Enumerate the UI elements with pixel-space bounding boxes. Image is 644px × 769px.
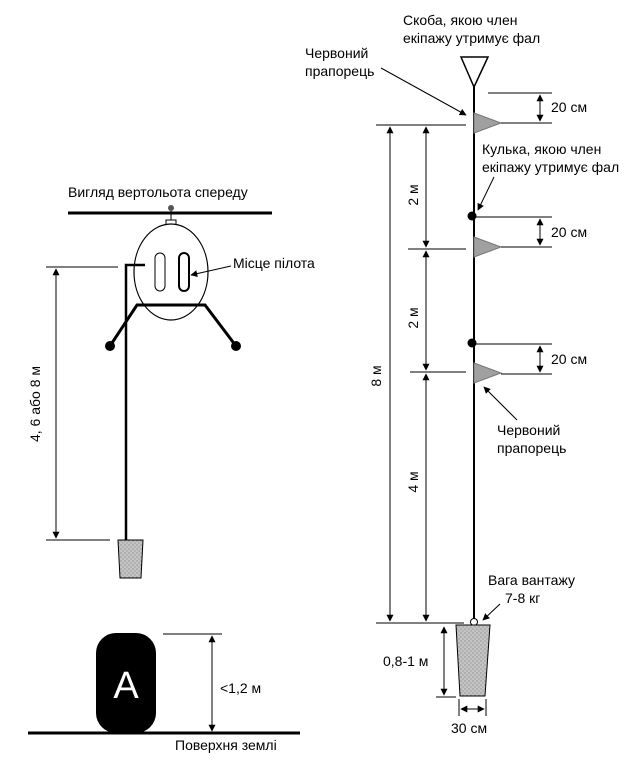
gap3-label: 20 см	[551, 351, 587, 367]
ball-arrow	[477, 176, 495, 211]
drop-height-label: 4, 6 або 8 м	[27, 366, 43, 442]
pilot-label: Місце пілота	[233, 255, 315, 271]
drop-line	[124, 263, 145, 540]
pilot-arrow	[190, 265, 232, 278]
seat-left	[154, 252, 166, 292]
weight-label-line1: Вага вантажу	[488, 572, 575, 588]
hold-ball-2	[467, 338, 477, 348]
weight-width-label: 30 см	[451, 720, 487, 736]
red-flag-3	[473, 362, 503, 384]
skid-left-end	[105, 341, 115, 351]
helicopter-view-title: Вигляд вертольота спереду	[68, 184, 248, 200]
seat-pilot	[178, 252, 190, 292]
ball-label-line2: екіпажу утримує фал	[482, 159, 619, 175]
seg3-label: 4 м	[405, 471, 421, 492]
fuselage	[133, 223, 209, 321]
hook-label-line1: Скоба, якою член	[403, 12, 517, 28]
red-flag-2	[473, 236, 503, 258]
skid-right-end	[231, 341, 241, 351]
clearance-label: <1,2 м	[220, 680, 261, 696]
flag-bottom-label-line2: прапорець	[497, 440, 566, 456]
hold-ball-1	[467, 211, 477, 221]
flag-top-label-line1: Червоний	[305, 45, 368, 61]
flag-top-arrow	[380, 67, 467, 116]
ground-label: Поверхня землі	[175, 737, 277, 753]
gap2-label: 20 см	[551, 224, 587, 240]
weight	[455, 624, 491, 697]
ground-marker-letter: A	[113, 665, 139, 707]
flag-bottom-label-line1: Червоний	[497, 422, 560, 438]
flag-top-label-line2: прапорець	[305, 63, 374, 79]
gap1-label: 20 см	[551, 99, 587, 115]
weight-label-line2: 7-8 кг	[505, 590, 540, 606]
hook-label-line2: екіпажу утримує фал	[403, 30, 540, 46]
hook-clip	[459, 56, 490, 89]
ball-label-line1: Кулька, якою член	[482, 141, 601, 157]
weight-arrow	[482, 603, 501, 621]
landing-skids	[108, 303, 238, 347]
seg1-label: 2 м	[405, 184, 421, 205]
rotor-hub	[168, 205, 174, 211]
helicopter-view: Вигляд вертольота спереду Місце пілота 4…	[27, 184, 315, 753]
drop-weight	[117, 539, 144, 579]
drop-line-detail: Скоба, якою член екіпажу утримує фал Чер…	[305, 12, 619, 736]
weight-height-label: 0,8-1 м	[383, 653, 428, 669]
flag-bottom-arrow	[483, 386, 518, 421]
seg2-label: 2 м	[405, 307, 421, 328]
ground-marker	[96, 633, 156, 733]
red-flag-1	[473, 112, 503, 134]
weight-ring	[470, 618, 478, 626]
total-label: 8 м	[368, 365, 384, 386]
